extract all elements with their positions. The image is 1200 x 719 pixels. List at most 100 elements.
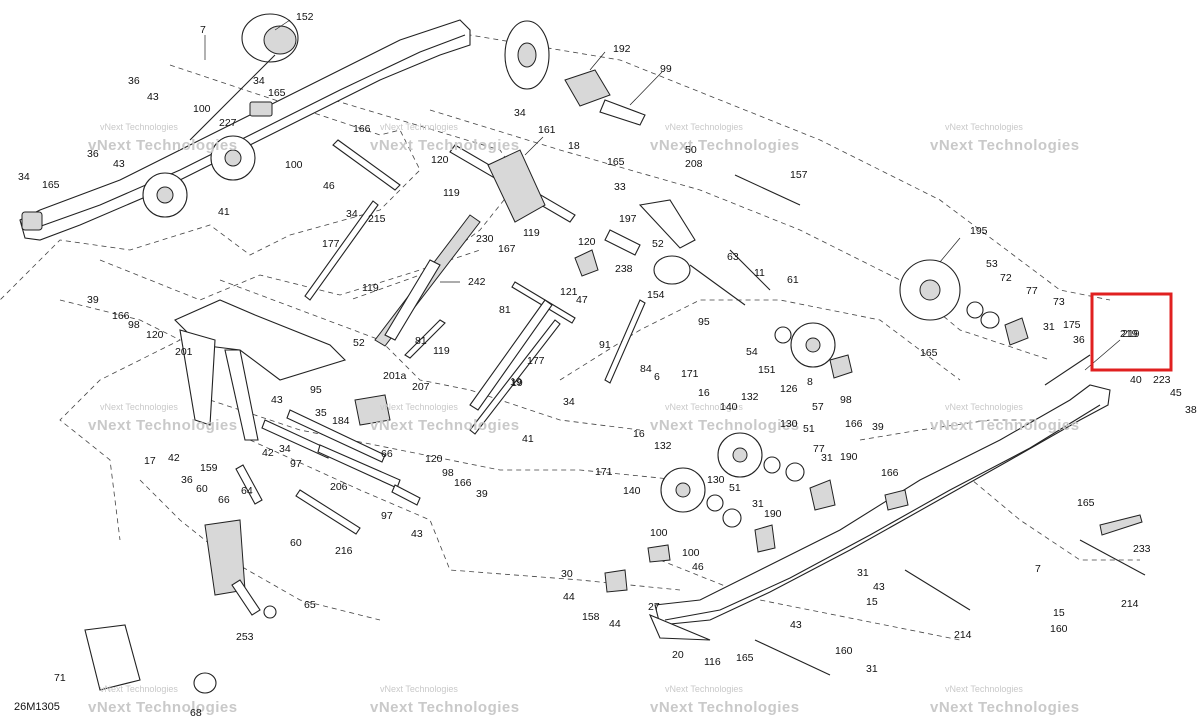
callout-label: 43 bbox=[411, 528, 423, 540]
callout-label: 119 bbox=[433, 345, 450, 357]
callout-label: 97 bbox=[381, 510, 393, 522]
callout-label: 223 bbox=[1153, 374, 1171, 386]
callout-label: 140 bbox=[623, 485, 641, 497]
callout-label: 19 bbox=[511, 377, 523, 389]
callout-label: 100 bbox=[682, 547, 700, 559]
callout-label: 201 bbox=[175, 346, 193, 358]
callout-label: 61 bbox=[787, 274, 799, 286]
callout-label: 121 bbox=[560, 286, 578, 298]
callout-label: 238 bbox=[615, 263, 633, 275]
callout-label: 91 bbox=[599, 339, 611, 351]
callout-label: 27 bbox=[648, 601, 660, 613]
callout-label: 119 bbox=[362, 282, 379, 294]
callout-label: 151 bbox=[758, 364, 776, 376]
callout-label: 34 bbox=[563, 396, 575, 408]
callout-label: 165 bbox=[920, 347, 938, 359]
callout-label: 99 bbox=[660, 63, 672, 75]
svg-text:vNext Technologies: vNext Technologies bbox=[930, 699, 1080, 716]
callout-label: 8 bbox=[807, 376, 813, 388]
callout-label: 52 bbox=[353, 337, 365, 349]
callout-label: 120 bbox=[146, 329, 164, 341]
callout-label: 190 bbox=[764, 508, 782, 520]
callout-label: 43 bbox=[873, 581, 885, 593]
watermark-group: vNext Technologies vNext Technologies vN… bbox=[88, 122, 1080, 716]
callout-label: 158 bbox=[582, 611, 600, 623]
callout-label: 215 bbox=[368, 213, 386, 225]
callout-label: 38 bbox=[1185, 404, 1197, 416]
callout-label: 166 bbox=[353, 123, 371, 135]
right-wheels bbox=[660, 259, 1029, 553]
callout-label: 165 bbox=[42, 179, 60, 191]
callout-label: 73 bbox=[1053, 296, 1065, 308]
callout-label: 45 bbox=[1170, 387, 1182, 399]
callout-label: 81 bbox=[415, 335, 427, 347]
callout-label: 42 bbox=[262, 447, 274, 459]
svg-text:vNext Technologies: vNext Technologies bbox=[88, 699, 238, 716]
svg-text:vNext Technologies: vNext Technologies bbox=[88, 417, 238, 434]
callout-label: 68 bbox=[190, 707, 202, 719]
callout-label: 65 bbox=[304, 599, 316, 611]
callout-label: 15 bbox=[866, 596, 878, 608]
callout-label: 77 bbox=[1026, 285, 1038, 297]
callout-label: 119 bbox=[523, 227, 540, 239]
callout-label: 132 bbox=[741, 391, 759, 403]
callout-label: 171 bbox=[595, 466, 613, 478]
svg-text:vNext Technologies: vNext Technologies bbox=[370, 699, 520, 716]
callout-label: 81 bbox=[499, 304, 511, 316]
callout-labels: 7152364334165100227100166364334165414621… bbox=[18, 11, 1197, 719]
callout-label: 84 bbox=[640, 363, 652, 375]
callout-label: 34 bbox=[18, 171, 30, 183]
callout-label: 97 bbox=[290, 458, 302, 470]
callout-label: 166 bbox=[112, 310, 130, 322]
callout-label: 34 bbox=[346, 208, 358, 220]
callout-label: 171 bbox=[681, 368, 699, 380]
callout-label: 52 bbox=[652, 238, 664, 250]
callout-label: 42 bbox=[168, 452, 180, 464]
callout-label: 7 bbox=[1035, 563, 1041, 575]
callout-label: 175 bbox=[1063, 319, 1081, 331]
callout-label: 177 bbox=[322, 238, 340, 250]
highlight-label[interactable]: 219 bbox=[1122, 328, 1140, 340]
callout-label: 184 bbox=[332, 415, 350, 427]
svg-text:vNext Technologies: vNext Technologies bbox=[370, 417, 520, 434]
callout-label: 60 bbox=[196, 483, 208, 495]
callout-label: 214 bbox=[954, 629, 972, 641]
highlighted-part-219[interactable]: 219 bbox=[1090, 292, 1173, 372]
callout-label: 219 bbox=[1120, 328, 1138, 340]
callout-label: 201a bbox=[383, 370, 407, 382]
callout-label: 100 bbox=[650, 527, 668, 539]
callout-label: 208 bbox=[685, 158, 703, 170]
callout-label: 95 bbox=[310, 384, 322, 396]
callout-label: 233 bbox=[1133, 543, 1151, 555]
svg-text:vNext Technologies: vNext Technologies bbox=[380, 122, 458, 132]
callout-label: 253 bbox=[236, 631, 254, 643]
callout-label: 43 bbox=[147, 91, 159, 103]
callout-label: 77 bbox=[813, 443, 825, 455]
callout-label: 154 bbox=[647, 289, 665, 301]
callout-label: 36 bbox=[181, 474, 193, 486]
highlight-box[interactable] bbox=[1090, 292, 1173, 372]
callout-label: 31 bbox=[821, 452, 833, 464]
callout-label: 50 bbox=[685, 144, 697, 156]
callout-label: 7 bbox=[200, 24, 206, 36]
callout-label: 160 bbox=[1050, 623, 1068, 635]
callout-label: 130 bbox=[707, 474, 725, 486]
callout-label: 34 bbox=[279, 443, 291, 455]
callout-label: 16 bbox=[633, 428, 645, 440]
callout-label: 166 bbox=[881, 467, 899, 479]
callout-label: 165 bbox=[268, 87, 286, 99]
callout-label: 159 bbox=[200, 462, 218, 474]
callout-label: 36 bbox=[1073, 334, 1085, 346]
svg-text:vNext Technologies: vNext Technologies bbox=[100, 122, 178, 132]
callout-label: 230 bbox=[476, 233, 494, 245]
callout-label: 64 bbox=[241, 485, 253, 497]
callout-label: 120 bbox=[578, 236, 596, 248]
svg-text:vNext Technologies: vNext Technologies bbox=[88, 137, 238, 154]
callout-label: 207 bbox=[412, 381, 430, 393]
svg-text:vNext Technologies: vNext Technologies bbox=[945, 402, 1023, 412]
callout-label: 66 bbox=[381, 448, 393, 460]
callout-label: 31 bbox=[857, 567, 869, 579]
callout-label: 152 bbox=[296, 11, 314, 23]
callout-label: 31 bbox=[752, 498, 764, 510]
